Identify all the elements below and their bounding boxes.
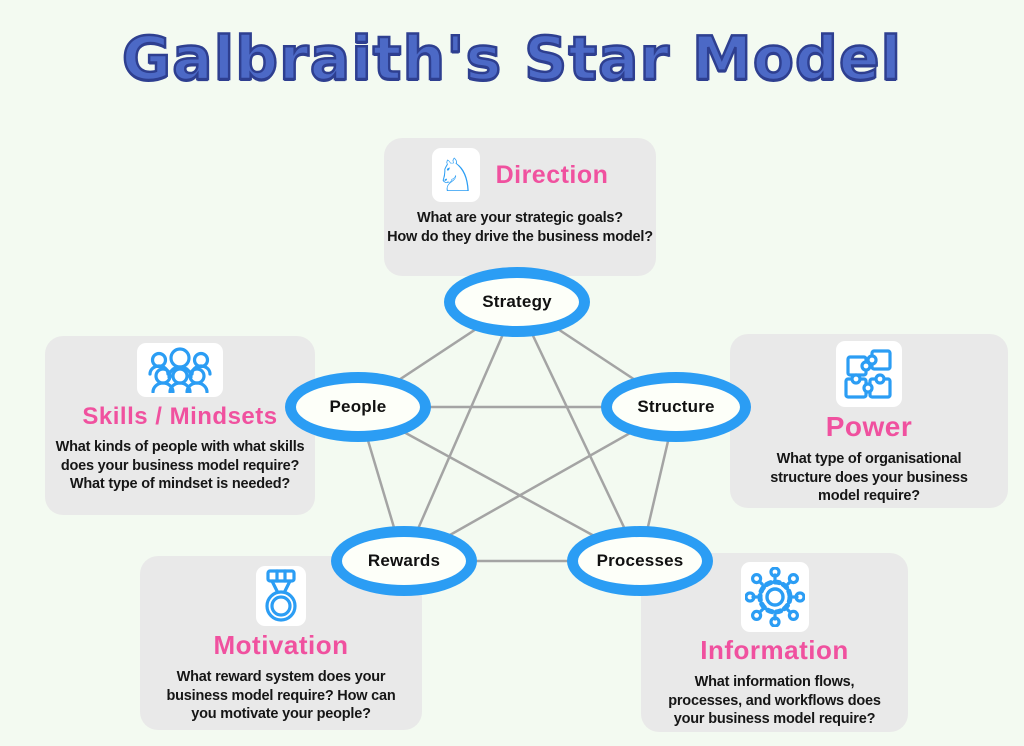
people-group-icon <box>137 343 223 397</box>
network-gear-glyph <box>744 567 805 627</box>
card-text-line: What type of mindset is needed? <box>69 476 291 492</box>
card-title: Information <box>700 635 849 665</box>
puzzle-glyph <box>844 349 892 399</box>
knight-glyph: ♘ <box>434 148 477 202</box>
node-rewards: Rewards <box>331 526 477 596</box>
card-text-line: What kinds of people with what skills <box>55 439 305 455</box>
card-text-line: What reward system does your <box>176 669 386 685</box>
knight-icon: ♘ <box>431 148 480 202</box>
card-text-line: What information flows, <box>694 674 855 690</box>
node-processes: Processes <box>567 526 713 596</box>
card-power: Power What type of organisational struct… <box>730 334 1008 508</box>
card-text-line: How do they drive the business model? <box>387 228 653 245</box>
card-direction: ♘ Direction What are your strategic goal… <box>384 138 656 276</box>
medal-icon <box>256 566 306 626</box>
card-text-line: What are your strategic goals? <box>417 210 623 226</box>
card-text-line: your business model require? <box>673 711 876 727</box>
puzzle-icon <box>836 341 902 407</box>
node-label: Processes <box>596 551 684 570</box>
card-text-line: processes, and workflows does <box>668 692 881 709</box>
page-title: Galbraith's Star Model <box>121 23 903 96</box>
node-label: Structure <box>637 397 715 416</box>
medal-glyph <box>265 569 297 622</box>
connector-line <box>402 301 519 562</box>
network-gear-icon <box>740 562 809 632</box>
people-group-glyph <box>148 347 212 393</box>
card-skills-mindsets: Skills / Mindsets What kinds of people w… <box>45 336 315 515</box>
card-text-line: model require? <box>818 488 920 504</box>
card-title: Motivation <box>213 630 349 660</box>
node-strategy: Strategy <box>444 267 590 337</box>
card-text-line: business model require? How can <box>166 687 396 704</box>
connector-line <box>515 301 642 562</box>
card-text-line: What type of organisational <box>776 451 962 467</box>
card-title: Skills / Mindsets <box>82 403 278 430</box>
node-structure: Structure <box>601 372 751 442</box>
card-text-line: structure does your business <box>770 469 968 486</box>
card-text-line: you motivate your people? <box>191 706 371 722</box>
node-label: Rewards <box>367 551 441 570</box>
card-title: Power <box>825 411 913 442</box>
node-label: Strategy <box>482 292 552 311</box>
node-label: People <box>329 397 387 416</box>
card-title: Direction <box>495 160 609 189</box>
card-text-line: does your business model require? <box>60 457 300 474</box>
node-people: People <box>285 372 431 442</box>
